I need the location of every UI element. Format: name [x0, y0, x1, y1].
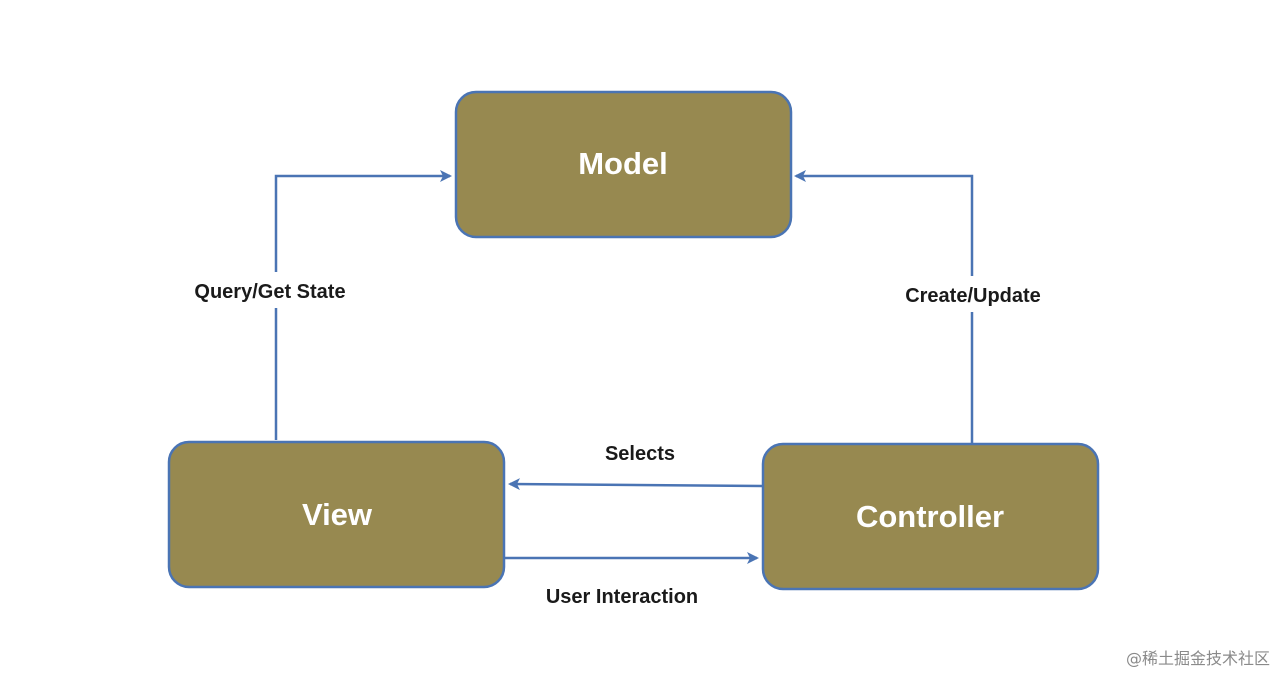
- node-model-box: [454, 90, 793, 239]
- label-backing-create: [892, 276, 1054, 312]
- watermark-text: @稀土掘金技术社区: [1125, 649, 1270, 668]
- node-view-box: [167, 440, 506, 589]
- node-controller: Controller: [761, 442, 1100, 591]
- node-model-label: Model: [578, 146, 668, 181]
- node-controller-label: Controller: [856, 499, 1004, 534]
- arrow-view-to-model: [274, 170, 452, 440]
- edge-label-user-interaction: User Interaction: [546, 586, 698, 608]
- edge-label-create-update: Create/Update: [905, 285, 1041, 307]
- arrow-controller-to-model: [794, 170, 974, 443]
- node-controller-box: [761, 442, 1100, 591]
- node-model: Model: [454, 90, 793, 239]
- node-view: View: [167, 440, 506, 589]
- node-view-label: View: [302, 497, 373, 532]
- arrow-controller-to-view: [508, 478, 763, 491]
- edge-label-query-get-state: Query/Get State: [194, 281, 345, 303]
- edge-label-selects: Selects: [605, 443, 675, 465]
- label-backing-query: [180, 272, 360, 308]
